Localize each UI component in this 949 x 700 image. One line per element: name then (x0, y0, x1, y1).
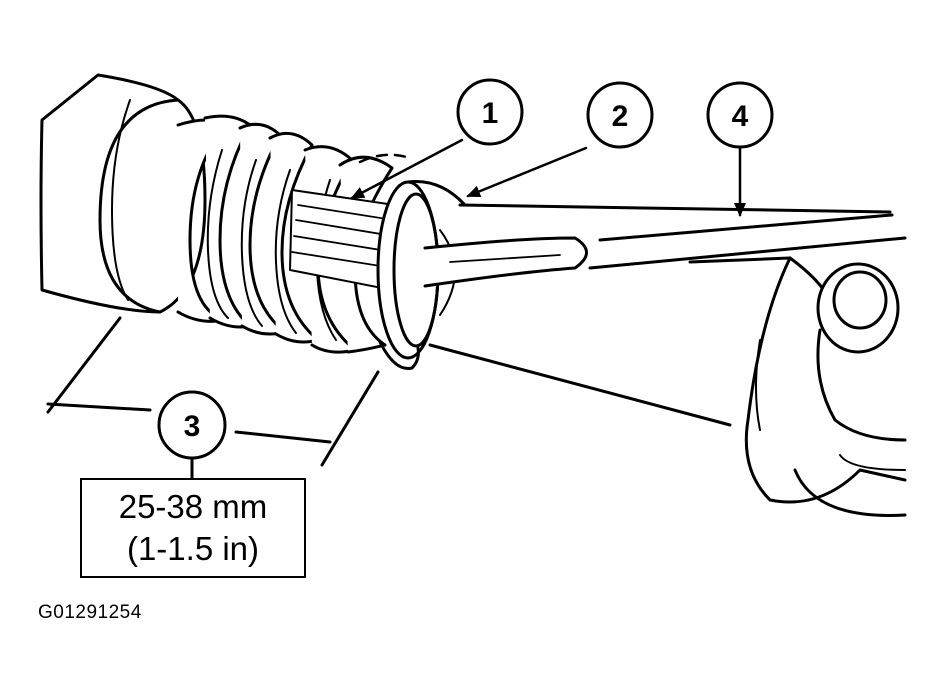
dimension-lines (46, 316, 380, 482)
callout-3-label: 3 (184, 410, 201, 443)
callout-1-leader (350, 138, 464, 200)
callout-1-label: 1 (482, 97, 499, 130)
rack-teeth (289, 189, 396, 291)
callout-4-label: 4 (732, 100, 749, 133)
figure-id: G01291254 (38, 602, 142, 623)
boot-edge-dashed (358, 153, 412, 164)
spec-imperial: (1-1.5 in) (126, 530, 260, 567)
tie-rod-end (688, 256, 907, 517)
callout-2-label: 2 (612, 100, 629, 133)
spec-metric: 25-38 mm (118, 488, 268, 525)
callout-2-leader (466, 146, 588, 198)
spec-box: 25-38 mm (1-1.5 in) (80, 478, 306, 578)
screwdriver (423, 213, 907, 288)
callout-2: 2 (586, 81, 654, 149)
callout-3: 3 (157, 390, 227, 460)
callout-1: 1 (456, 78, 524, 146)
callout-4: 4 (706, 81, 774, 149)
bellows-boot (176, 114, 394, 354)
